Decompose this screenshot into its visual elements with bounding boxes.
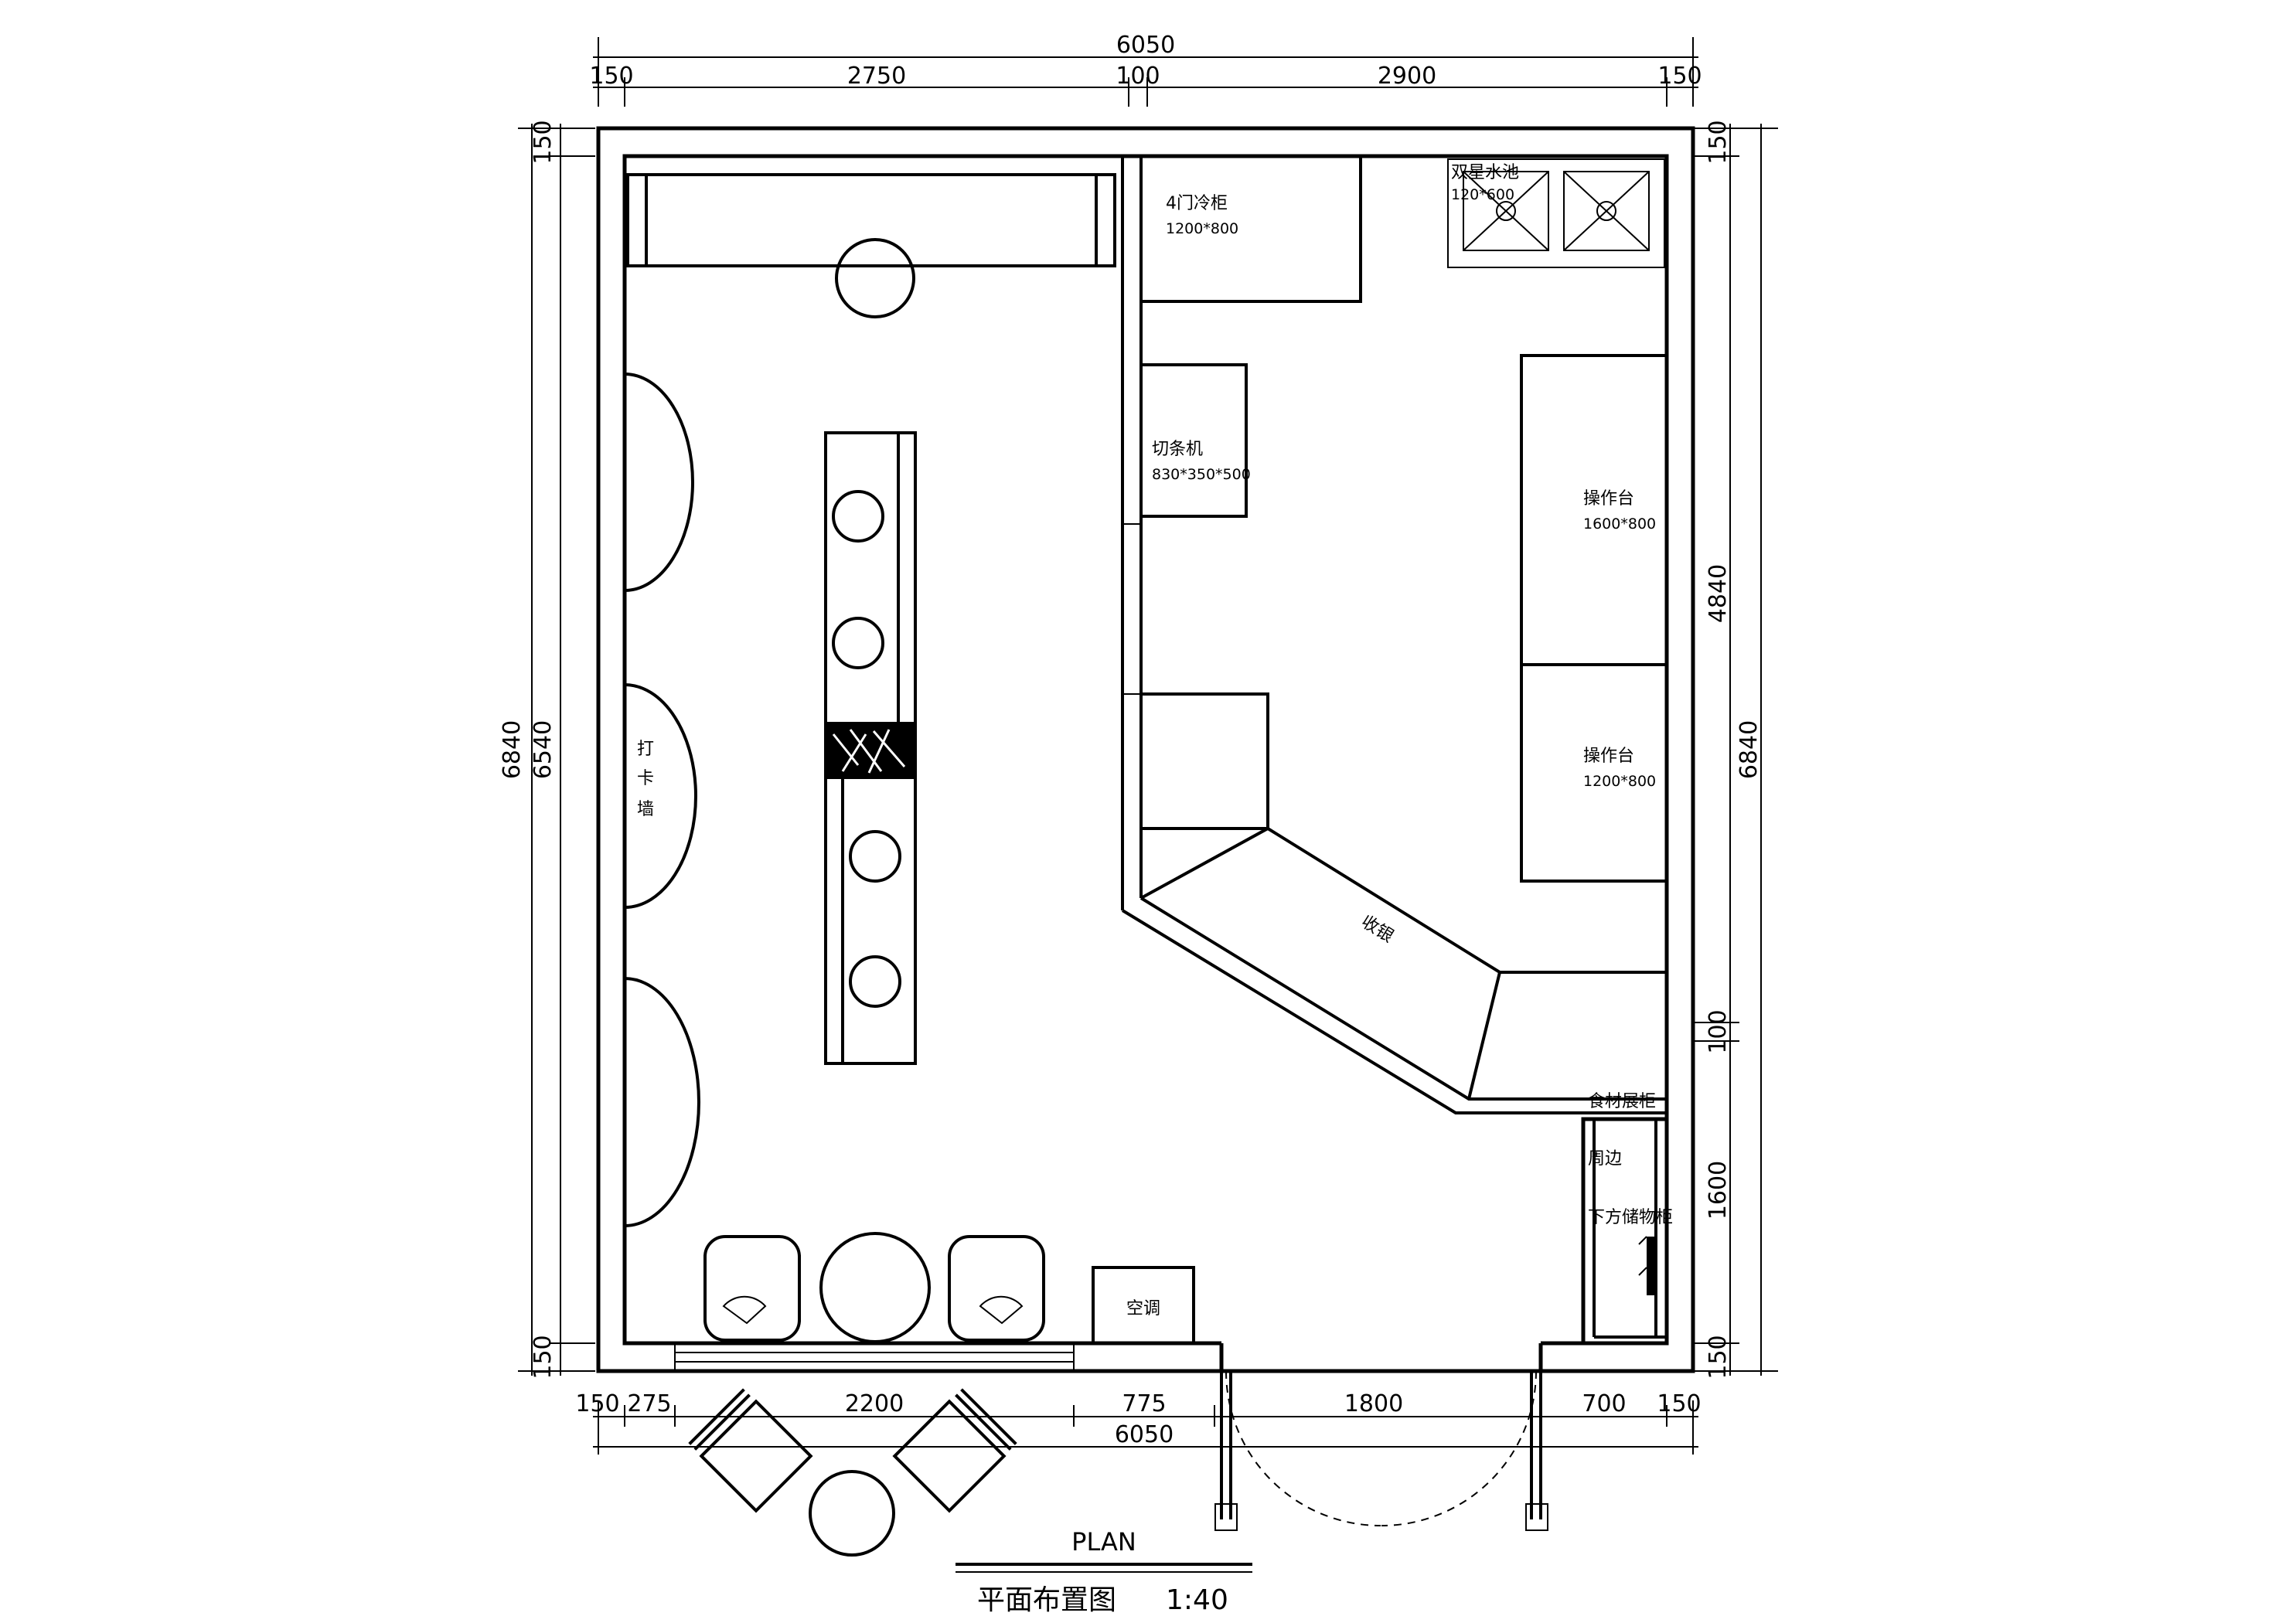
dim-left-top: 150 — [530, 120, 557, 164]
kitchen-partition — [1121, 156, 1667, 1114]
dim-top-4: 2900 — [1378, 63, 1436, 90]
fridge: 4门冷柜 1200*800 — [1139, 155, 1362, 303]
dim-bottom-4: 775 — [1122, 1390, 1166, 1417]
lounge-set — [703, 1232, 1045, 1343]
merch-label: 周边 — [1588, 1149, 1622, 1169]
worktable-2: 操作台 1200*800 — [1520, 663, 1668, 883]
dim-bottom-3: 2200 — [845, 1390, 904, 1417]
dim-left-inner: 6540 — [530, 720, 557, 779]
dim-right-4: 1600 — [1705, 1161, 1732, 1220]
dim-top-3: 100 — [1116, 63, 1160, 90]
fridge-label: 4门冷柜 — [1166, 194, 1228, 213]
cashier-label: 收银 — [1358, 912, 1397, 947]
outdoor-seating — [688, 1388, 1017, 1557]
dim-bottom-7: 150 — [1657, 1390, 1701, 1417]
dim-bottom-1: 150 — [575, 1390, 619, 1417]
photo-wall-char-3: 墙 — [637, 800, 654, 819]
dim-bottom-6: 700 — [1582, 1390, 1626, 1417]
title-en: PLAN — [1071, 1527, 1136, 1557]
dim-right-2: 4840 — [1705, 564, 1732, 623]
dim-top-5: 150 — [1657, 63, 1702, 90]
walls — [596, 126, 1695, 1373]
sink-label: 双星水池 — [1451, 163, 1519, 182]
dim-right-3: 100 — [1705, 1009, 1732, 1053]
food-cabinet: 食材展柜 周边 下方储物柜 — [1581, 1092, 1673, 1346]
dim-left-bottom: 150 — [530, 1335, 557, 1379]
aircon: 空调 — [1092, 1266, 1195, 1345]
dim-top-2: 2750 — [847, 63, 906, 90]
dim-right-5: 150 — [1705, 1335, 1732, 1379]
dim-right-outer: 6840 — [1736, 720, 1763, 779]
center-bar-table — [824, 431, 917, 1065]
photo-wall-char-1: 打 — [637, 740, 654, 759]
photo-wall: 打 卡 墙 — [624, 373, 700, 1227]
food-cabinet-label: 食材展柜 — [1588, 1092, 1656, 1111]
prep-counter — [1139, 692, 1269, 830]
dim-bottom-2: 275 — [627, 1390, 671, 1417]
sink: 双星水池 120*600 — [1447, 158, 1665, 268]
worktable-2-label: 操作台 — [1583, 747, 1634, 766]
worktable-2-size: 1200*800 — [1583, 773, 1656, 790]
worktable-1-label: 操作台 — [1583, 489, 1634, 509]
title-scale: 1:40 — [1166, 1584, 1228, 1616]
dim-left-outer: 6840 — [499, 720, 526, 779]
dim-bottom-5: 1800 — [1344, 1390, 1403, 1417]
slicer-size: 830*350*500 — [1152, 466, 1251, 483]
dim-top-total: 6050 — [1116, 32, 1175, 59]
aircon-label: 空调 — [1126, 1299, 1160, 1318]
slicer: 切条机 830*350*500 — [1139, 363, 1251, 518]
entrance-doors — [1214, 1370, 1548, 1531]
slicer-label: 切条机 — [1152, 440, 1203, 459]
title-cn: 平面布置图 — [977, 1584, 1116, 1616]
dimensions: 6050 150 2750 100 2900 150 150 275 2200 … — [499, 32, 1778, 1455]
fridge-size: 1200*800 — [1166, 220, 1238, 237]
dim-bottom-total: 6050 — [1115, 1421, 1174, 1448]
dim-right-1: 150 — [1705, 120, 1732, 164]
storage-label: 下方储物柜 — [1588, 1208, 1673, 1227]
worktable-1: 操作台 1600*800 — [1520, 354, 1668, 666]
photo-wall-char-2: 卡 — [637, 769, 654, 788]
worktable-1-size: 1600*800 — [1583, 515, 1656, 532]
back-bench — [626, 173, 1116, 318]
dim-top-1: 150 — [589, 63, 633, 90]
sink-size: 120*600 — [1451, 186, 1514, 203]
title-block: PLAN 平面布置图 1:40 — [956, 1527, 1252, 1616]
